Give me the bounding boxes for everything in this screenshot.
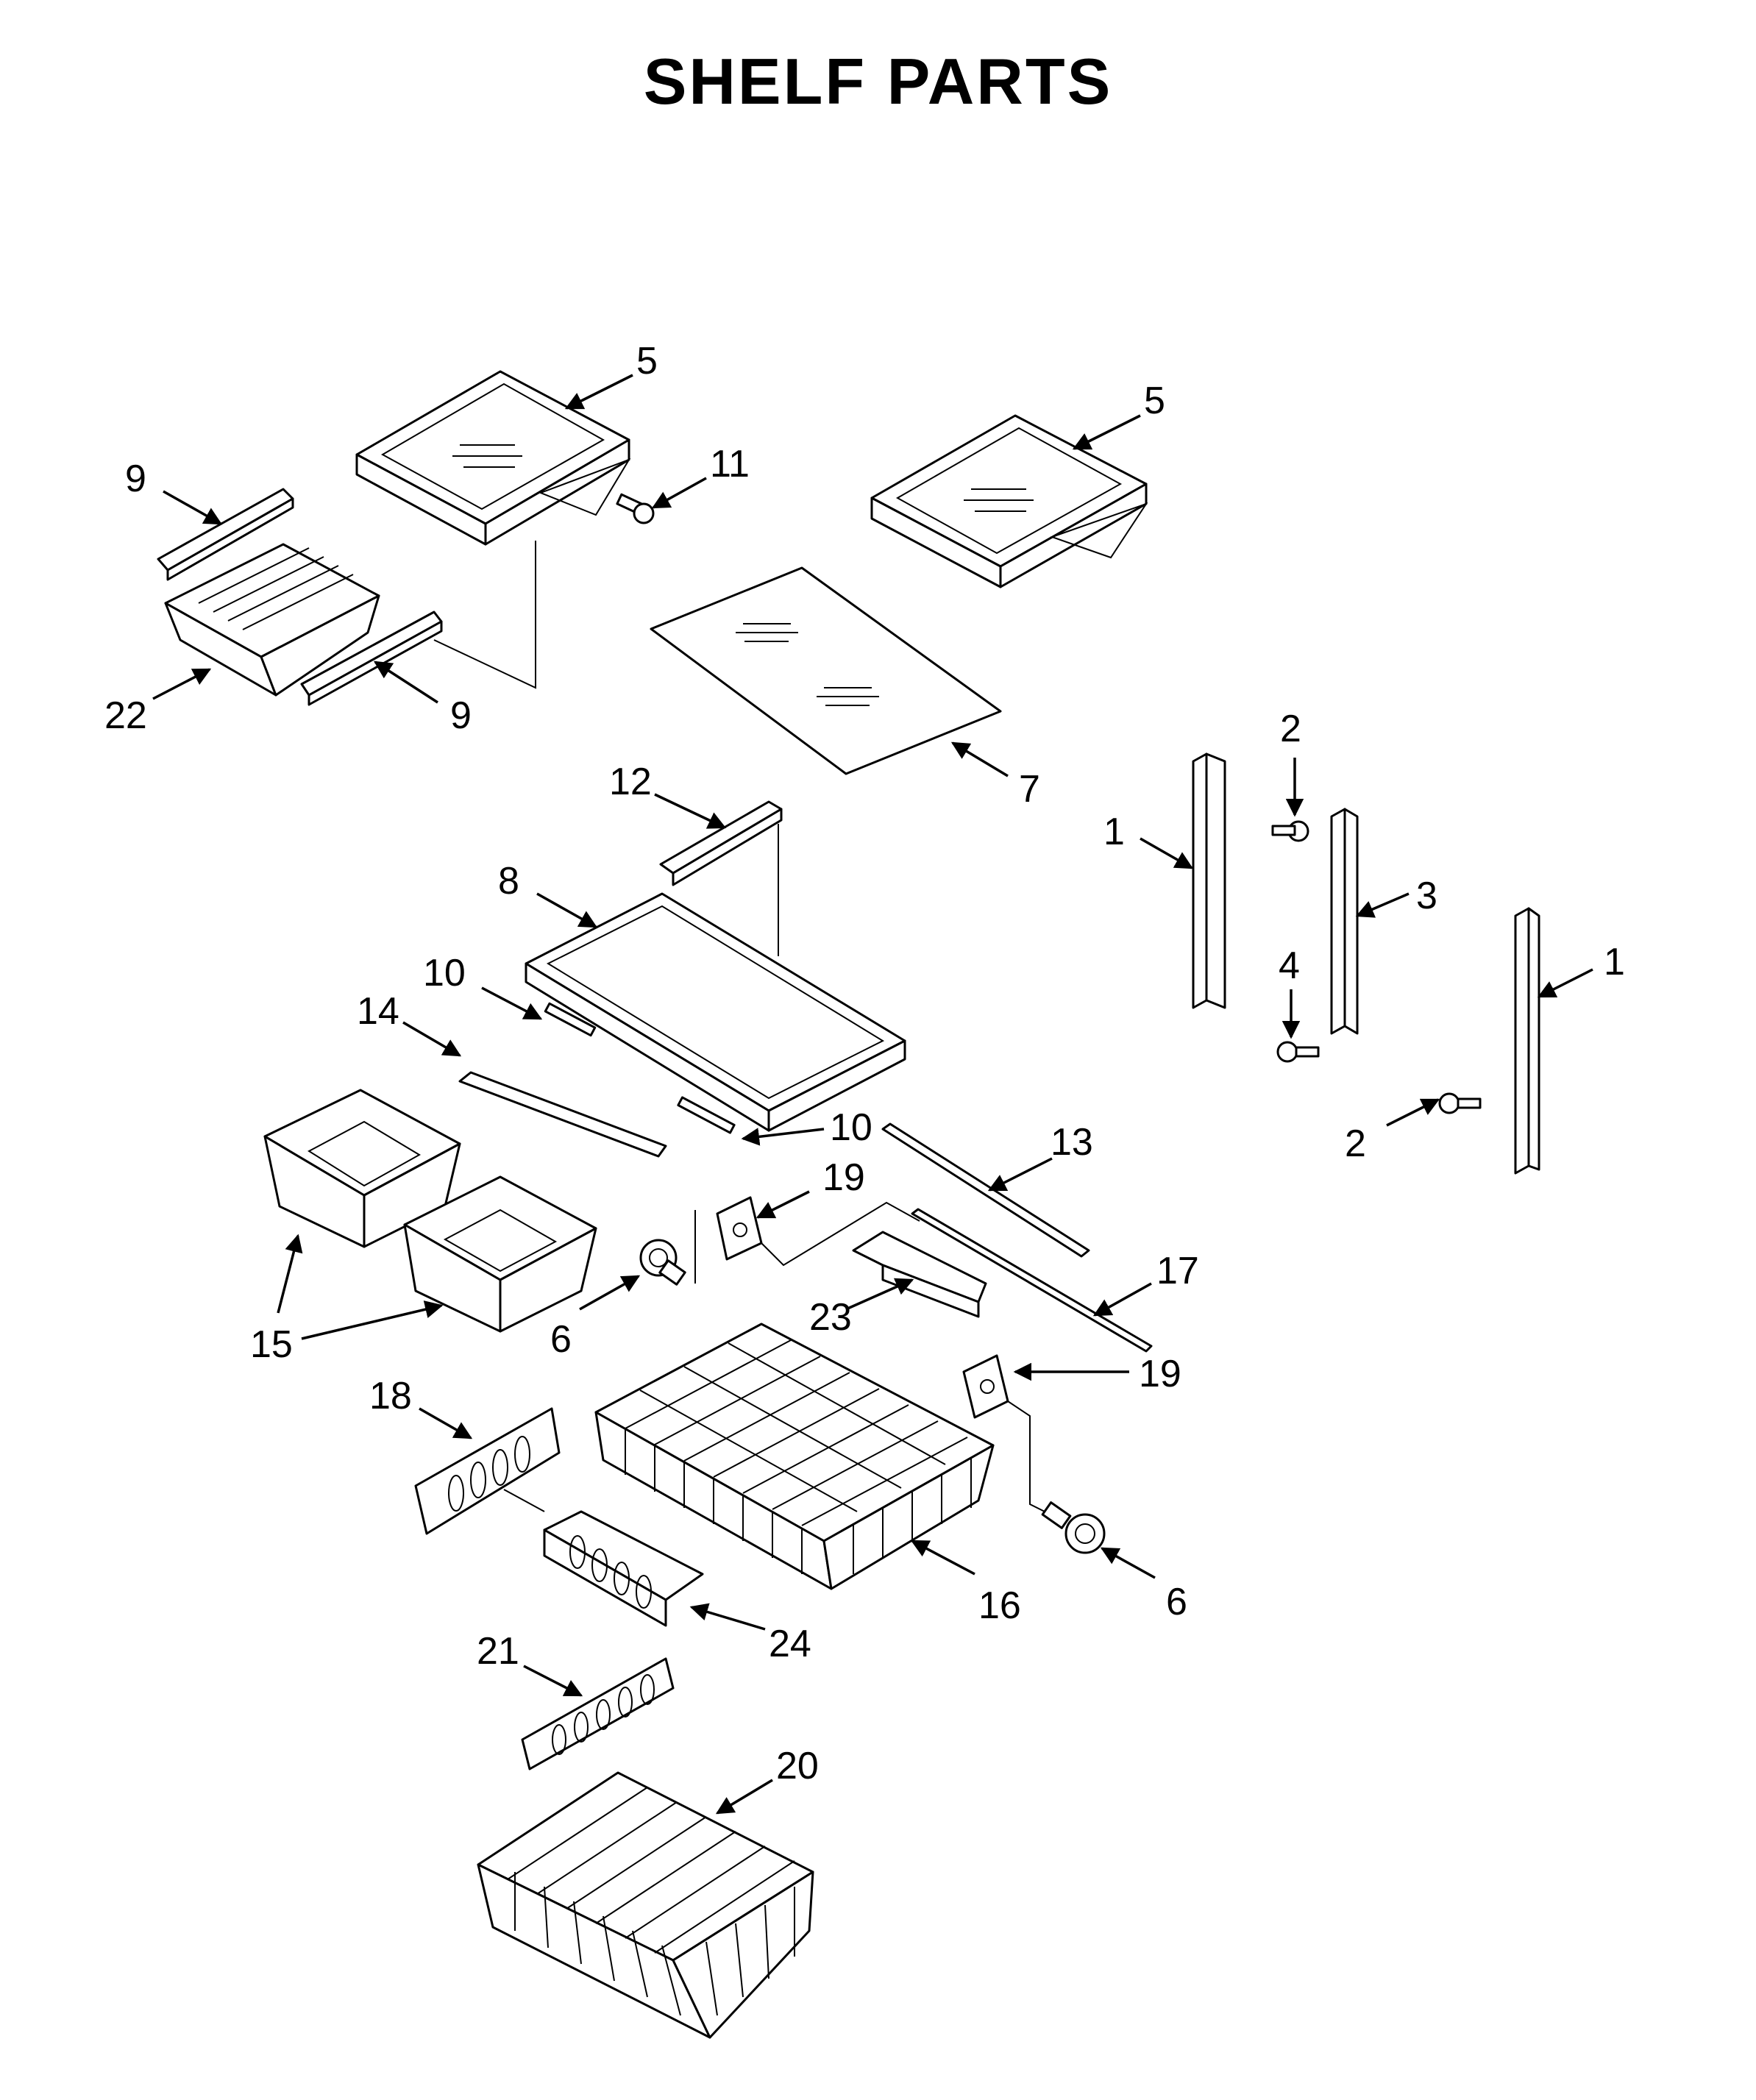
glass-shelf-part-7 [650, 566, 1002, 775]
divider-part-21 [521, 1657, 675, 1770]
crisper-tray-part-22 [164, 543, 380, 697]
leader-13 [987, 1157, 1053, 1192]
divider-part-24 [543, 1510, 704, 1627]
leader-11 [651, 477, 707, 509]
leader-12 [654, 793, 727, 829]
trim-part-14 [458, 1071, 667, 1158]
callout-2-lower: 2 [1345, 1122, 1366, 1165]
leader-24 [689, 1603, 766, 1631]
leader-21 [523, 1665, 583, 1697]
callout-14: 14 [357, 990, 399, 1033]
callout-3: 3 [1416, 875, 1437, 917]
leader-5-right [1072, 414, 1141, 450]
divider-18-guide-line [503, 1489, 545, 1512]
wire-basket-part-20 [477, 1771, 814, 2039]
bracket-19-lower-guide [1007, 1400, 1067, 1523]
callout-15: 15 [250, 1323, 293, 1366]
callout-17: 17 [1156, 1250, 1199, 1292]
leader-20 [715, 1779, 773, 1815]
screw-part-11 [616, 493, 655, 524]
wire-basket-part-16 [594, 1323, 995, 1590]
callout-10-lower: 10 [830, 1106, 872, 1149]
callout-24: 24 [769, 1623, 811, 1665]
rail-part-1-right [1514, 907, 1540, 1175]
bracket-part-12 [659, 800, 783, 886]
callout-2-upper: 2 [1280, 708, 1301, 750]
leader-8 [536, 892, 598, 928]
leader-5-left [564, 374, 633, 410]
leader-9-lower [373, 661, 438, 704]
clip-part-10-lower [677, 1096, 736, 1134]
callout-1-right: 1 [1604, 941, 1625, 983]
rod-part-13 [881, 1122, 1090, 1258]
leader-1-right [1537, 968, 1593, 998]
callout-21: 21 [477, 1630, 519, 1673]
callout-4: 4 [1279, 944, 1300, 987]
leader-1-left [1140, 837, 1194, 869]
leader-22 [152, 668, 212, 700]
callout-16: 16 [978, 1584, 1021, 1627]
rod-part-17 [911, 1208, 1153, 1353]
shelf-part-5-left [355, 370, 631, 546]
callout-12: 12 [609, 761, 652, 803]
callout-19-lower: 19 [1139, 1353, 1181, 1395]
screw-part-4 [1276, 1041, 1320, 1063]
bracket-part-19-upper [716, 1196, 763, 1261]
leader-7 [950, 741, 1009, 777]
callout-18: 18 [369, 1375, 412, 1417]
leader-23 [845, 1278, 914, 1311]
callout-5-left: 5 [636, 340, 658, 382]
gear-part-6-lower [1041, 1501, 1106, 1554]
assembly-guide-line [433, 541, 536, 689]
leader-6-lower [1100, 1547, 1156, 1579]
callout-5-right: 5 [1144, 380, 1165, 422]
divider-part-18 [414, 1407, 561, 1535]
leader-9-upper [163, 490, 223, 525]
crisper-drawer-part-15-left [263, 1089, 461, 1248]
bracket-part-19-lower [962, 1354, 1009, 1419]
callout-6-lower: 6 [1166, 1581, 1187, 1623]
callout-10-upper: 10 [423, 952, 466, 994]
leader-17 [1092, 1282, 1152, 1317]
leader-15-right [301, 1300, 444, 1340]
shelf-part-5-right [870, 414, 1148, 588]
screw-part-2-lower [1438, 1092, 1482, 1114]
callout-20: 20 [776, 1745, 819, 1787]
rail-part-9-upper [157, 488, 294, 581]
page-title: SHELF PARTS [643, 45, 1113, 118]
leader-16 [910, 1540, 975, 1576]
callout-8: 8 [498, 860, 519, 903]
clip-part-10-upper [544, 1002, 597, 1037]
callout-11: 11 [710, 443, 750, 485]
leader-3 [1355, 892, 1410, 918]
leader-10-lower [741, 1128, 825, 1146]
leader-15-left [277, 1234, 303, 1314]
bracket-19-guide-line [694, 1201, 920, 1284]
screw-part-2-upper [1271, 820, 1309, 842]
shelf-frame-part-8 [525, 892, 906, 1132]
leader-10-upper [481, 986, 543, 1020]
callout-13: 13 [1051, 1121, 1093, 1164]
callout-9-lower: 9 [450, 694, 472, 737]
bracket-part-23 [852, 1231, 987, 1318]
callout-7: 7 [1019, 768, 1040, 811]
crisper-drawer-part-15-right [403, 1175, 597, 1333]
callout-19-upper: 19 [822, 1156, 865, 1199]
leader-14 [402, 1021, 462, 1057]
leader-6-upper [579, 1275, 641, 1311]
leader-2-lower [1386, 1098, 1440, 1127]
leader-19-upper [756, 1190, 810, 1219]
callout-1-left: 1 [1103, 811, 1125, 853]
rail-part-3 [1330, 808, 1359, 1035]
gear-part-6-upper [639, 1239, 686, 1286]
callout-6-upper: 6 [550, 1318, 572, 1361]
leader-18 [419, 1407, 473, 1439]
callout-22: 22 [104, 694, 147, 737]
callout-23: 23 [809, 1296, 852, 1339]
rail-part-1-left [1192, 752, 1226, 1009]
callout-9-upper: 9 [125, 458, 146, 500]
